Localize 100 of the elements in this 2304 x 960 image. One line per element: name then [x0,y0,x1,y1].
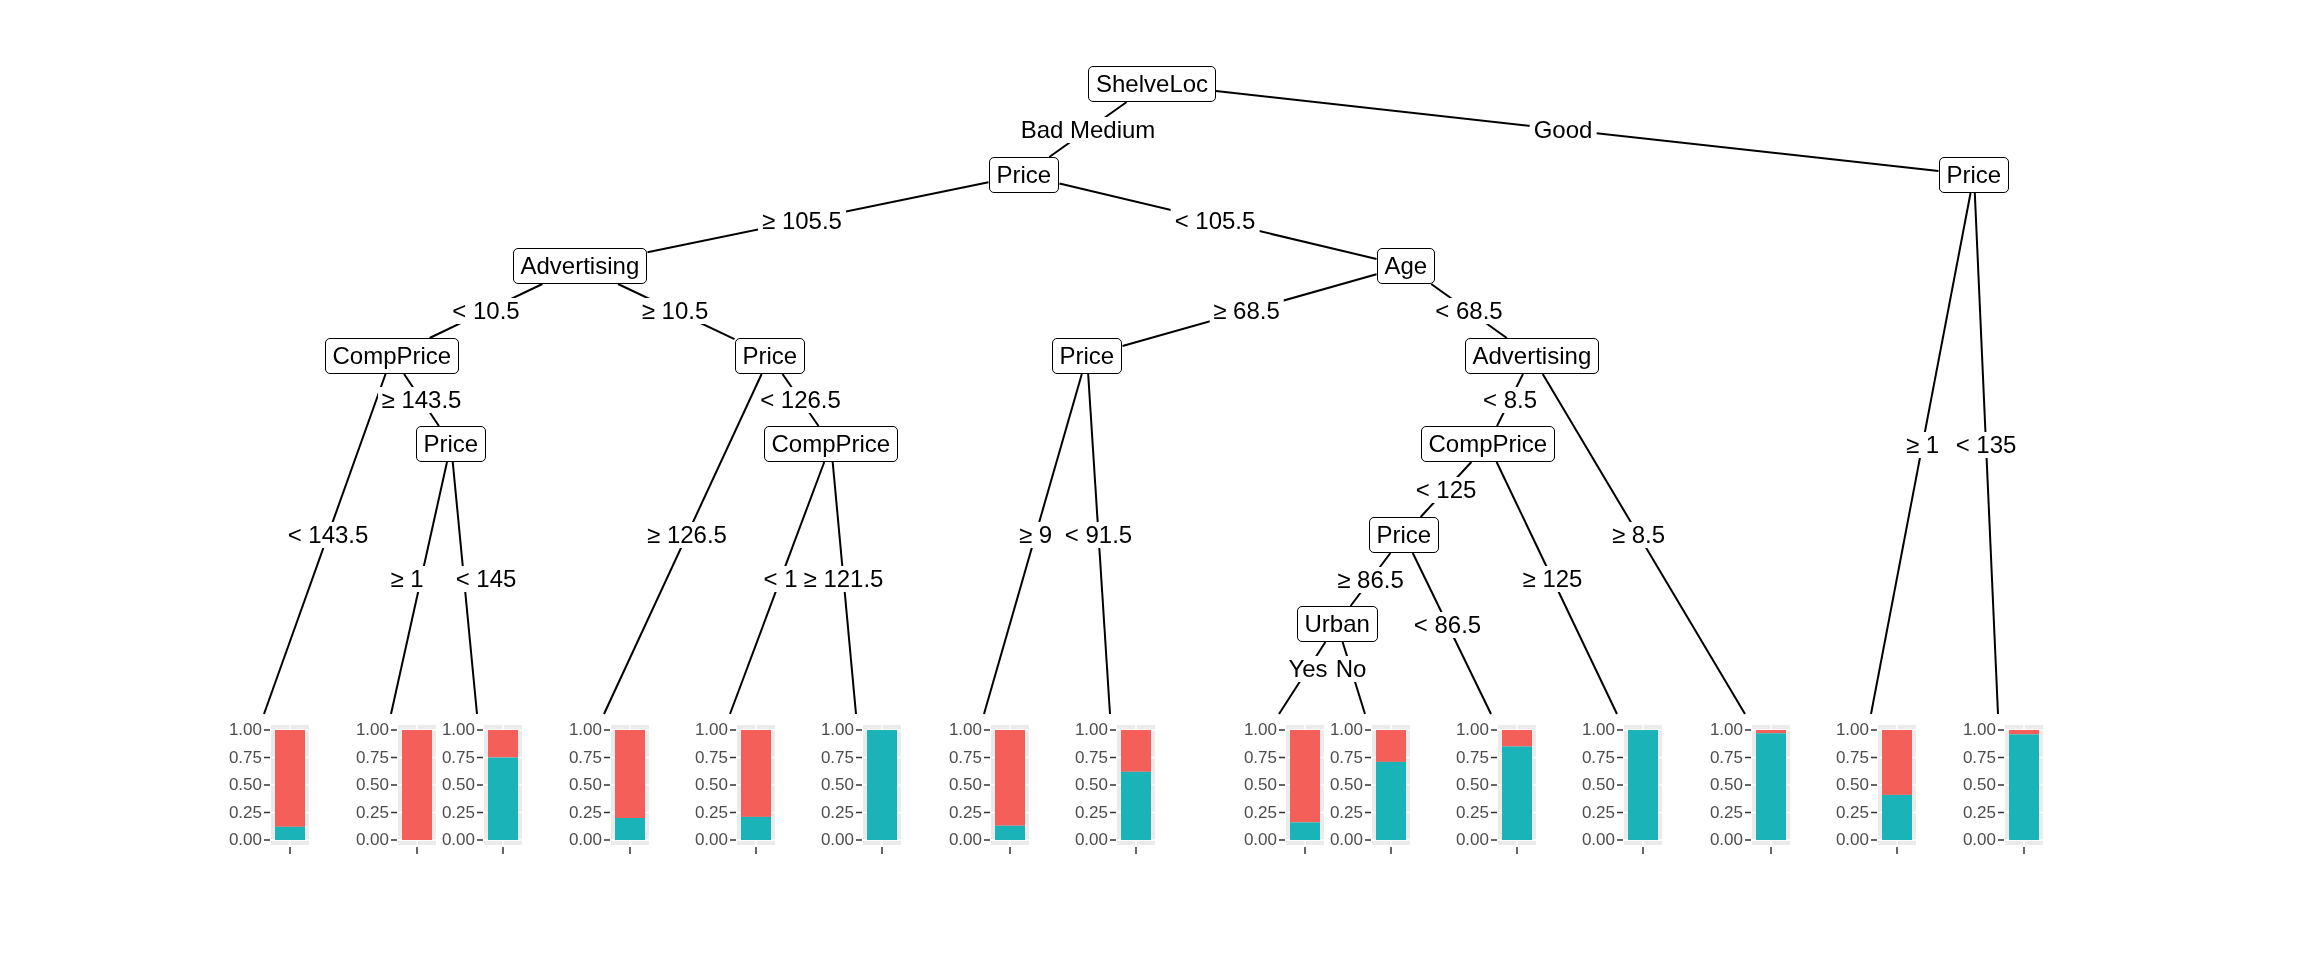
axis-tick-label: 0.75 [1581,748,1615,767]
axis-tick-label: 1.00 [1074,721,1108,739]
axis-tick-label: 0.00 [1243,831,1277,849]
axis-tick-label: 0.00 [1962,831,1996,849]
axis-tick-label: 0.75 [441,748,475,767]
axis-tick-label: 0.25 [228,803,262,822]
axis-tick-label: 0.25 [1329,803,1363,822]
axis-tick-label: 1.00 [1329,721,1363,739]
axis-tick-label: 0.50 [1835,776,1869,794]
branch-line [831,461,857,715]
edge-label: < 105.5 [1170,207,1260,234]
axis-tick-label: 0.75 [1835,748,1869,767]
axis-tick-label: 0.25 [1243,803,1277,822]
axis-tick-label: 0.75 [568,748,602,767]
axis-tick-label: 0.00 [1835,831,1869,849]
axis-tick-label: 0.25 [694,803,728,822]
axis-tick-label: 0.50 [441,776,475,794]
axis-tick-label: 0.00 [948,831,982,849]
axis-tick-label: 1.00 [694,721,728,739]
axis-tick-label: 0.50 [228,776,262,794]
axis-tick-label: 0.25 [1835,803,1869,822]
axis-tick-label: 0.50 [1455,776,1489,794]
axis-tick-label: 0.25 [1074,803,1108,822]
axis-tick-label: 0.25 [1962,803,1996,822]
branch-line [451,461,478,715]
axis-tick-label: 0.25 [820,803,854,822]
split-node-box: Advertising [512,248,648,284]
axis-tick-label: 0.25 [355,803,389,822]
axis-tick-label: 1.00 [355,721,389,739]
axis-tick-label: 0.00 [1074,831,1108,849]
axis-tick-label: 1.00 [820,721,854,739]
axis-tick-label: 1.00 [568,721,602,739]
axis-tick-label: 1.00 [1581,721,1615,739]
split-node-box: CompPrice [1420,426,1556,462]
split-node-box: Advertising [1464,338,1600,374]
axis-tick-label: 1.00 [228,721,262,739]
split-node-box: Price [734,338,806,374]
split-node-box: Urban [1296,606,1378,642]
axis-tick-label: 0.75 [1455,748,1489,767]
axis-tick-label: 0.00 [1455,831,1489,849]
axis-tick-label: 0.00 [441,831,475,849]
axis-tick-label: 1.00 [1455,721,1489,739]
branch-line [390,461,448,715]
split-node-box: Age [1376,248,1436,284]
axis-tick-label: 0.00 [568,831,602,849]
branch-line [603,373,763,715]
axis-tick-label: 0.25 [1709,803,1743,822]
axis-tick-label: 0.00 [1329,831,1363,849]
edge-label: ≥ 68.5 [1209,298,1284,324]
axis-tick-label: 0.50 [694,776,728,794]
branch-line [1495,461,1618,715]
split-node-box: Price [1368,517,1440,553]
split-node-box: Price [1938,157,2010,193]
axis-tick-label: 1.00 [948,721,982,739]
axis-tick-label: 0.50 [355,776,389,794]
axis-tick-label: 0.75 [948,748,982,767]
axis-tick-label: 0.50 [1243,776,1277,794]
branch-line [983,373,1083,715]
axis-tick-label: 0.25 [441,803,475,822]
axis-tick-label: 0.75 [1074,748,1108,767]
axis-tick-label: 1.00 [1835,721,1869,739]
axis-tick-label: 0.25 [948,803,982,822]
axis-tick-label: 0.50 [1962,776,1996,794]
axis-tick-label: 1.00 [441,721,475,739]
axis-tick-label: 1.00 [1243,721,1277,739]
split-node-box: ShelveLoc [1088,66,1217,102]
branch-line [1870,192,1972,715]
axis-tick-label: 0.75 [820,748,854,767]
axis-tick-label: 0.25 [1455,803,1489,822]
split-node-box: CompPrice [324,338,460,374]
split-node-box: Price [988,157,1060,193]
split-node-box: CompPrice [763,426,899,462]
axis-tick-label: 0.00 [820,831,854,849]
axis-tick-label: 0.50 [568,776,602,794]
axis-tick-label: 0.50 [1581,776,1615,794]
branch-line [1541,373,1746,715]
axis-tick-label: 0.00 [228,831,262,849]
axis-tick-label: 0.25 [568,803,602,822]
axis-tick-label: 0.25 [1581,803,1615,822]
branch-line [729,461,826,715]
axis-tick-label: 0.00 [1709,831,1743,849]
axis-tick-label: 0.50 [820,776,854,794]
split-node-box: Price [1051,338,1123,374]
axis-tick-label: 0.00 [355,831,389,849]
axis-tick-label: 0.75 [355,748,389,767]
axis-tick-label: 0.00 [1581,831,1615,849]
axis-tick-label: 1.00 [1709,721,1743,739]
split-node-box: Price [415,426,487,462]
axis-tick-label: 1.00 [1962,721,1996,739]
axis-tick-label: 0.50 [1709,776,1743,794]
axis-tick-label: 0.75 [1709,748,1743,767]
branch-line [1087,373,1111,715]
edge-label: ≥ 105.5 [758,207,846,234]
axis-tick-label: 0.75 [1329,748,1363,767]
branch-line [1973,192,1999,715]
axis-tick-label: 0.50 [1074,776,1108,794]
axis-tick-label: 0.50 [1329,776,1363,794]
branch-line [263,373,387,715]
axis-tick-label: 0.75 [228,748,262,767]
axis-tick-label: 0.50 [948,776,982,794]
